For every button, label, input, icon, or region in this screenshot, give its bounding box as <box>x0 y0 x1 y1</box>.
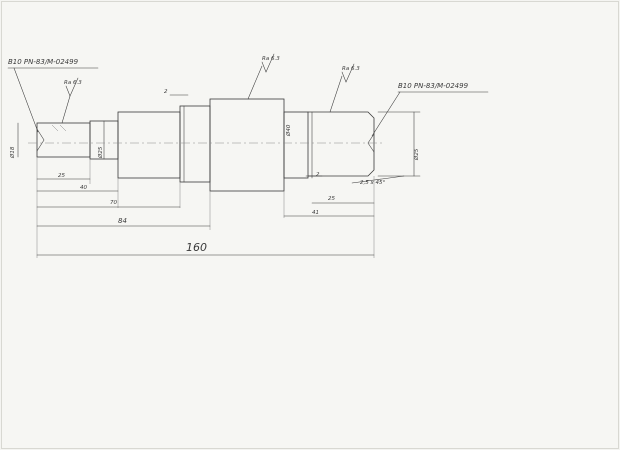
roughness-right: Ra 6.3 <box>329 63 360 113</box>
shaft-right-shoulder <box>283 111 309 179</box>
roughness-left-label: Ra 6.3 <box>64 80 82 86</box>
dia-big-label: Ø40 <box>285 124 292 137</box>
roughness-right-icon <box>341 63 355 83</box>
groove-left-label: 2 <box>164 89 168 95</box>
shaft-right-end <box>307 111 375 177</box>
dim-41-label: 41 <box>312 210 319 216</box>
hatch-mark <box>51 124 59 132</box>
roughness-right-leader <box>329 75 343 113</box>
roughness-middle-label: Ra 6.3 <box>262 56 280 62</box>
chamfer-label: 2,5 x 45° <box>360 180 385 186</box>
roughness-left: Ra 6.3 <box>61 77 82 124</box>
dim-25-left-label: 25 <box>58 173 65 179</box>
callout-right: B10 PN-83/M-02499 <box>371 82 489 137</box>
dim-40-label: 40 <box>80 185 87 191</box>
hatch-mark <box>59 124 67 132</box>
roughness-right-label: Ra 6.3 <box>342 66 360 72</box>
roughness-middle-icon <box>261 53 275 73</box>
roughness-middle: Ra 6.3 <box>247 53 280 100</box>
callout-left-leader <box>13 67 39 133</box>
chamfer-leader <box>351 175 405 184</box>
center-hole-right-label: B10 PN-83/M-02499 <box>398 82 469 90</box>
dim-84-label: 84 <box>118 217 127 225</box>
callout-left: B10 PN-83/M-02499 <box>7 58 99 133</box>
dia-bearing-label: Ø25 <box>97 146 104 159</box>
groove-right-label: 2 <box>316 172 320 178</box>
roughness-middle-leader <box>247 65 263 100</box>
dim-160-label: 160 <box>186 241 207 254</box>
center-hole-left-label: B10 PN-83/M-02499 <box>8 58 79 66</box>
dia-left-end-label: Ø18 <box>9 146 16 159</box>
roughness-left-leader <box>61 95 71 124</box>
center-hole-left-icon <box>36 128 45 152</box>
dim-25-right-label: 25 <box>328 196 335 202</box>
length-dimensions: 25 40 70 84 160 25 41 <box>36 157 375 258</box>
dia-right-end-label: Ø25 <box>413 148 420 161</box>
dim-70-label: 70 <box>110 200 117 206</box>
callout-right-leader <box>371 91 401 137</box>
